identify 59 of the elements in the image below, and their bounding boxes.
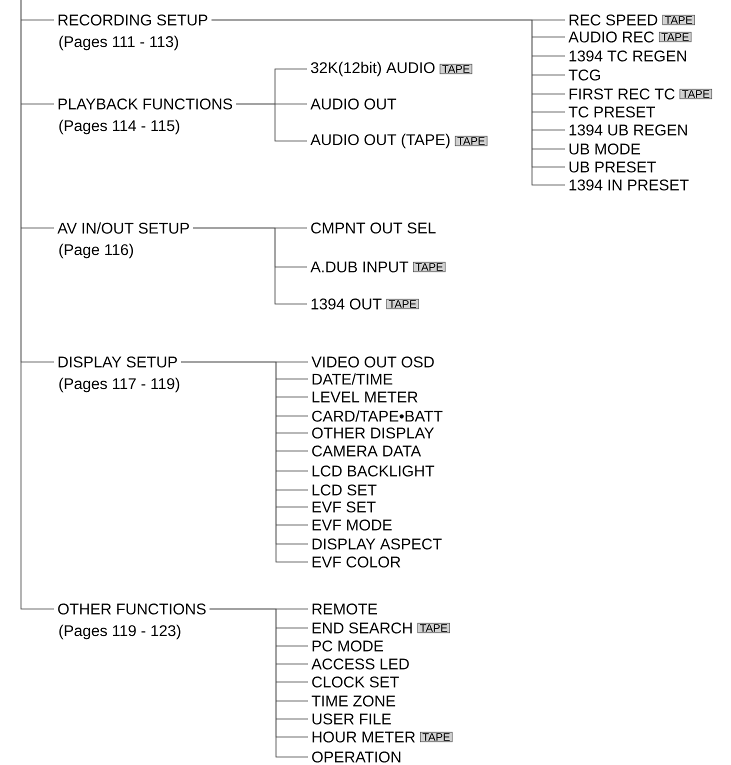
menu-heading: DISPLAY SETUP [58,356,177,368]
connector-line [20,0,54,610]
menu-item: OPERATION [312,752,400,762]
tape-badge: TAPE [680,88,712,100]
menu-item: 1394 TC REGEN [570,50,686,62]
menu-heading: OTHER FUNCTIONS [58,604,206,614]
menu-item: PC MODE [312,640,384,652]
menu-item: UB MODE [570,144,640,154]
menu-item: DISPLAY ASPECT [312,538,442,550]
tape-badge: TAPE [417,622,450,634]
menu-heading: PLAYBACK FUNCTIONS [58,98,232,110]
tape-badge: TAPE [454,136,488,146]
menu-heading: RECORDING SETUP [58,14,208,26]
tape-badge: TAPE [662,14,695,26]
tape-badge: TAPE [412,262,446,272]
menu-heading: AV IN/OUT SETUP [57,222,189,234]
menu-item: REC SPEED [570,14,658,26]
page-reference: (Pages 114 - 115) [59,120,180,134]
connector-line [236,104,308,142]
menu-item: LEVEL METER [312,392,418,402]
menu-item: TCG [568,70,600,80]
menu-item: TIME ZONE [312,696,396,706]
menu-item: OTHER DISPLAY [312,428,434,438]
menu-item: CAMERA DATA [312,446,422,456]
page-reference: (Pages 111 - 113) [59,36,178,50]
page-reference: (Pages 117 - 119) [59,378,180,392]
menu-item: CARD/TAPE•BATT [312,410,442,422]
menu-item: A.DUB INPUT [310,262,408,272]
menu-item: FIRST REC TC [570,88,675,100]
menu-item: TC PRESET [568,106,656,118]
menu-item: EVF COLOR [312,556,400,568]
tape-badge: TAPE [420,732,452,742]
menu-item: LCD SET [312,484,376,496]
menu-item: VIDEO OUT OSD [311,356,434,368]
tape-badge: TAPE [440,64,472,74]
menu-item: LCD BACKLIGHT [312,466,434,476]
menu-item: USER FILE [312,714,391,724]
menu-item: DATE/TIME [312,373,392,385]
menu-item: 1394 IN PRESET [570,180,689,190]
menu-item: CMPNT OUT SEL [311,222,436,234]
menu-item: HOUR METER [312,732,415,742]
menu-item: END SEARCH [312,622,412,634]
connector-line [192,228,308,304]
menu-item: CLOCK SET [312,676,399,688]
menu-item: UB PRESET [570,162,656,172]
menu-item: AUDIO REC [568,32,654,42]
page-reference: (Page 116) [59,244,133,258]
menu-item: EVF MODE [312,520,392,530]
tape-badge: TAPE [386,298,419,310]
menu-item: AUDIO OUT [310,98,396,110]
tape-badge: TAPE [658,32,692,42]
page-reference: (Pages 119 - 123) [59,624,180,640]
menu-item: AUDIO OUT (TAPE) [310,134,450,148]
menu-item: REMOTE [312,604,378,614]
menu-item: 32K(12bit) AUDIO [311,62,435,76]
menu-item: 1394 UB REGEN [570,124,687,136]
menu-item: 1394 OUT [312,298,382,310]
menu-item: EVF SET [312,502,376,512]
menu-item: ACCESS LED [311,658,409,670]
